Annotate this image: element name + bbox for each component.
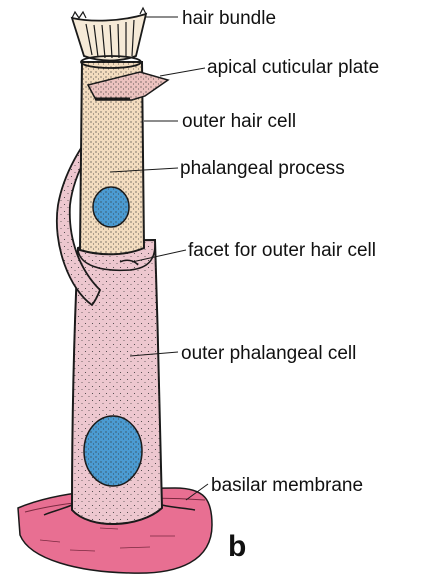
hair-bundle-shape [72,8,146,68]
hair-cell-nucleus [93,187,129,227]
label-outer-hair-cell: outer hair cell [182,112,296,131]
label-hair-bundle: hair bundle [182,9,276,28]
label-apical-cuticular-plate: apical cuticular plate [207,58,379,77]
phalangeal-cell-nucleus [84,416,142,486]
label-facet-for-outer-hair-cell: facet for outer hair cell [188,241,376,260]
label-outer-phalangeal-cell: outer phalangeal cell [181,344,356,363]
label-basilar-membrane: basilar membrane [211,476,363,495]
panel-letter: b [228,532,246,562]
label-phalangeal-process: phalangeal process [180,159,345,178]
